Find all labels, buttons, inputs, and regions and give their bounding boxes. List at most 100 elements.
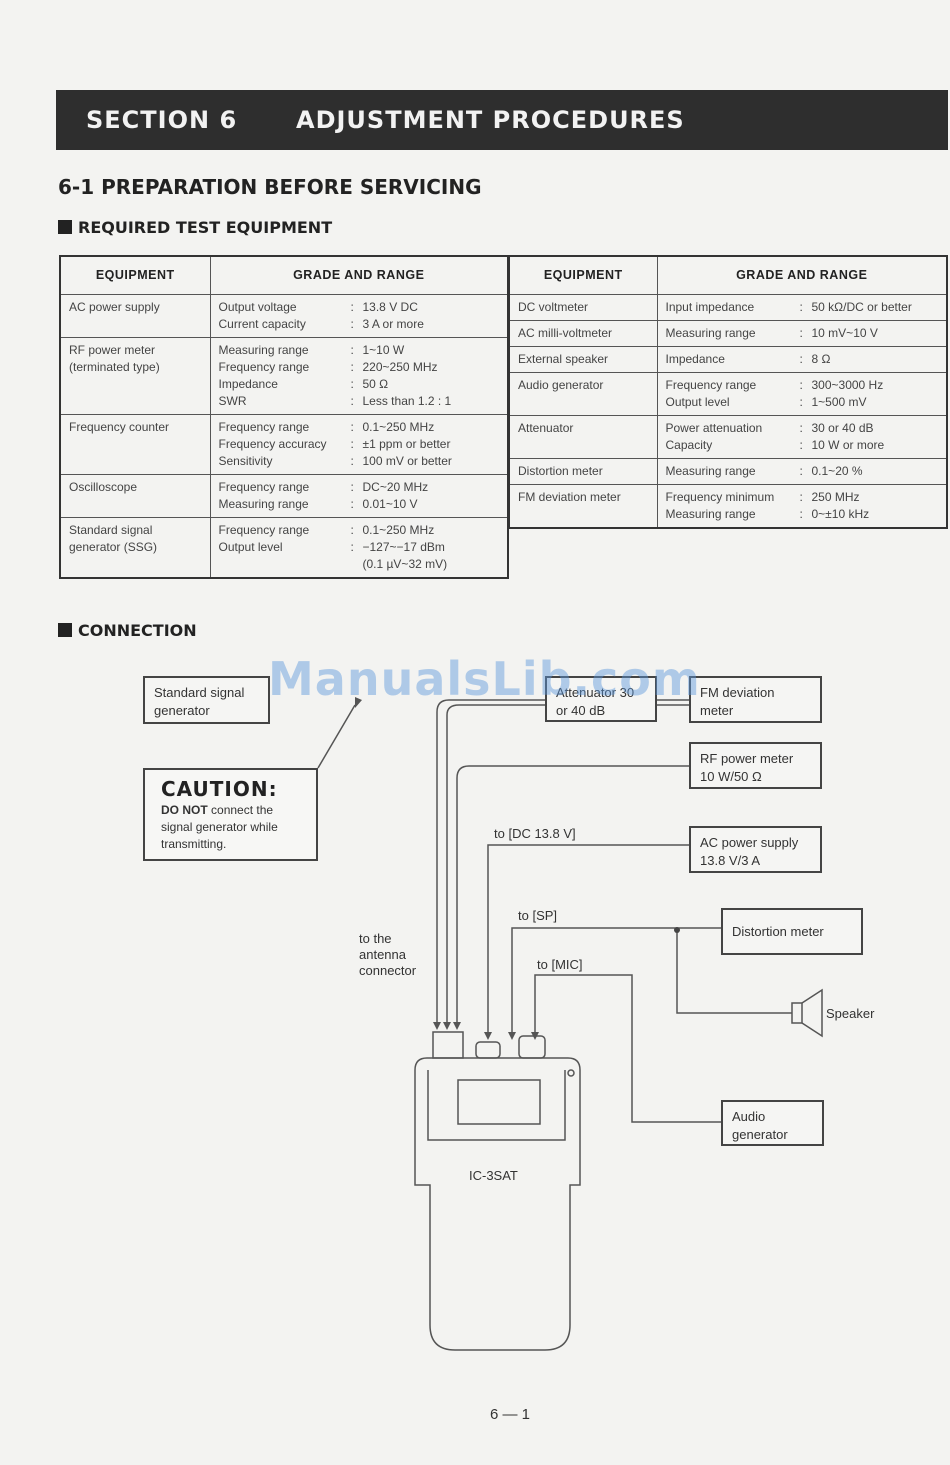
spec-colon: :	[799, 490, 803, 504]
spec-value: 0.1~250 MHz	[362, 523, 435, 537]
ssg-box: Standard signal generator	[143, 676, 270, 724]
spec-label: Output level	[218, 540, 283, 554]
col-header-grade: GRADE AND RANGE	[656, 255, 948, 295]
spec-value: 30 or 40 dB	[811, 421, 874, 435]
grade-and-range: Measuring range:10 mV~10 V	[656, 320, 948, 347]
spec-line: Measuring range:0~±10 kHz	[666, 506, 939, 523]
spec-colon: :	[799, 421, 803, 435]
spec-line: SWR:Less than 1.2 : 1	[219, 393, 500, 410]
spec-label: Frequency range	[218, 523, 310, 537]
equipment-name: Attenuator	[508, 415, 658, 459]
spec-value: 8 Ω	[811, 352, 831, 366]
caution-title: CAUTION:	[161, 777, 278, 801]
spec-colon: :	[350, 317, 354, 331]
spec-value: 10 W or more	[811, 438, 885, 452]
bullet-square-icon	[58, 623, 72, 637]
wire-dc	[487, 844, 689, 1035]
spec-line: Measuring range:10 mV~10 V	[666, 325, 939, 342]
distortion-meter-box: Distortion meter	[721, 908, 863, 955]
spec-value: 1~500 mV	[811, 395, 867, 409]
wire-sp	[511, 927, 722, 1035]
spec-line: Frequency minimum:250 MHz	[666, 489, 939, 506]
spec-colon: :	[799, 507, 803, 521]
spec-value: 220~250 MHz	[362, 360, 438, 374]
wire-rf	[456, 765, 689, 1025]
spec-label: Measuring range	[665, 507, 756, 521]
spec-line: (0.1 µV~32 mV)	[219, 556, 500, 573]
grade-and-range: Impedance:8 Ω	[656, 346, 948, 373]
spec-value: 0.01~10 V	[362, 497, 418, 511]
spec-line: Impedance:50 Ω	[219, 376, 500, 393]
caution-bold: DO NOT	[161, 803, 208, 817]
spec-line: Measuring range:0.1~20 %	[666, 463, 939, 480]
spec-value: 0.1~250 MHz	[362, 420, 435, 434]
spec-label: Frequency range	[218, 480, 310, 494]
spec-colon: :	[799, 438, 803, 452]
spec-value: 10 mV~10 V	[811, 326, 878, 340]
spec-line: Capacity:10 W or more	[666, 437, 939, 454]
spec-value: 300~3000 Hz	[811, 378, 884, 392]
spec-colon: :	[799, 378, 803, 392]
spec-line: Sensitivity:100 mV or better	[219, 453, 500, 470]
spec-label: Sensitivity	[218, 454, 273, 468]
spec-label: Impedance	[665, 352, 725, 366]
spec-label: Frequency range	[665, 378, 757, 392]
subheading-required-equipment: REQUIRED TEST EQUIPMENT	[58, 218, 332, 237]
equipment-name: AC milli-voltmeter	[508, 320, 658, 347]
spec-label: Measuring range	[665, 464, 756, 478]
spec-line: Input impedance:50 kΩ/DC or better	[666, 299, 939, 316]
spec-value: Less than 1.2 : 1	[362, 394, 452, 408]
spec-colon: :	[799, 464, 803, 478]
spec-line: Output level:−127~−17 dBm	[219, 539, 500, 556]
spec-colon: :	[350, 480, 354, 494]
spec-value: 1~10 W	[362, 343, 405, 357]
grade-and-range: Measuring range:0.1~20 %	[656, 458, 948, 485]
subheading-text: CONNECTION	[78, 621, 197, 640]
spec-label: SWR	[218, 394, 247, 408]
subheading-connection: CONNECTION	[58, 621, 197, 640]
spec-line: Impedance:8 Ω	[666, 351, 939, 368]
spec-colon: :	[350, 540, 354, 554]
spec-value: 50 kΩ/DC or better	[811, 300, 912, 314]
audio-generator-box: Audio generator	[721, 1100, 824, 1146]
spec-value: 3 A or more	[362, 317, 424, 331]
label-to-dc: to [DC 13.8 V]	[494, 826, 576, 841]
spec-colon: :	[799, 395, 803, 409]
page-heading: 6-1 PREPARATION BEFORE SERVICING	[58, 175, 482, 199]
spec-label: Measuring range	[218, 497, 309, 511]
section-header: SECTION 6 ADJUSTMENT PROCEDURES	[56, 90, 948, 150]
col-header-equipment: EQUIPMENT	[508, 255, 658, 295]
table-row: AC milli-voltmeter Measuring range:10 mV~…	[508, 320, 948, 347]
spec-line: Frequency range:220~250 MHz	[219, 359, 500, 376]
equipment-table-left: EQUIPMENT GRADE AND RANGE AC power suppl…	[59, 255, 509, 579]
spec-line: Frequency range:300~3000 Hz	[666, 377, 939, 394]
spec-line: Current capacity:3 A or more	[219, 316, 500, 333]
spec-colon: :	[799, 326, 803, 340]
table-row: RF power meter (terminated type)Measurin…	[59, 337, 509, 415]
caution-box: CAUTION: DO NOT connect the signal gener…	[143, 768, 318, 861]
spec-colon: :	[350, 497, 354, 511]
spec-label: Frequency minimum	[665, 490, 775, 504]
spec-value: 250 MHz	[811, 490, 860, 504]
spec-colon: :	[799, 300, 803, 314]
spec-colon: :	[350, 300, 354, 314]
spec-value: 0.1~20 %	[811, 464, 863, 478]
col-header-grade: GRADE AND RANGE	[209, 255, 509, 295]
spec-value: DC~20 MHz	[362, 480, 429, 494]
spec-label: Frequency range	[218, 360, 310, 374]
equipment-name: AC power supply	[59, 294, 211, 338]
spec-label: Current capacity	[218, 317, 306, 331]
subheading-text: REQUIRED TEST EQUIPMENT	[78, 218, 333, 237]
spec-line: Power attenuation:30 or 40 dB	[666, 420, 939, 437]
spec-colon: :	[799, 352, 803, 366]
spec-value: ±1 ppm or better	[362, 437, 451, 451]
